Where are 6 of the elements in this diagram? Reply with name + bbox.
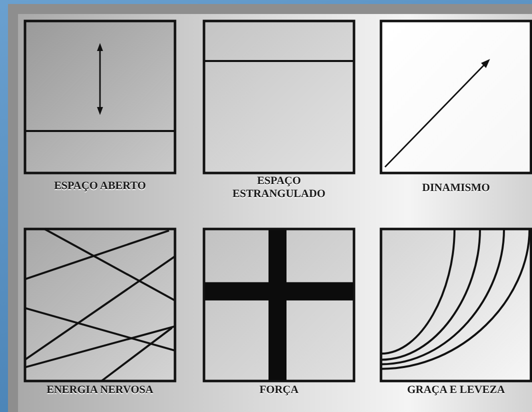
panel-caption: DINAMISMO bbox=[422, 182, 490, 195]
panel-caption: GRAÇA E LEVEZA bbox=[407, 384, 505, 397]
panel-caption: ESPAÇO ABERTO bbox=[54, 180, 146, 193]
panel-caption: ESPAÇO ESTRANGULADO bbox=[232, 175, 326, 201]
panel-caption: FORÇA bbox=[259, 384, 299, 397]
panel-caption: ENERGIA NERVOSA bbox=[46, 384, 154, 397]
